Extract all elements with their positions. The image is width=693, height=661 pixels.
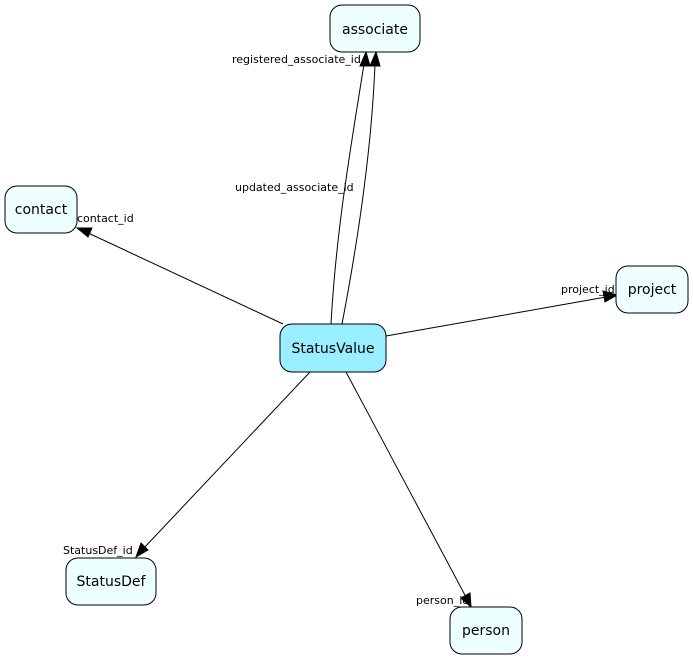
node-label-contact: contact: [15, 202, 68, 218]
edges: [75, 50, 619, 609]
arrowhead-registered-associate: [359, 50, 371, 67]
edge-label-person: person_id: [416, 594, 469, 607]
edge-label-registered-associate: registered_associate_id: [232, 53, 361, 66]
arrowhead-person: [460, 592, 472, 609]
edge-project: [385, 296, 607, 337]
node-project[interactable]: project: [615, 265, 689, 314]
node-associate[interactable]: associate: [329, 4, 421, 53]
edge-label-updated-associate: updated_associate_id: [235, 181, 354, 194]
arrowhead-updated-associate: [369, 50, 381, 67]
node-label-status-value: StatusValue: [291, 341, 374, 357]
arrowhead-status-def: [135, 542, 149, 559]
node-person[interactable]: person: [449, 606, 523, 655]
edge-person: [345, 371, 467, 598]
node-label-status-def: StatusDef: [77, 574, 147, 590]
node-label-project: project: [628, 282, 677, 298]
arrowhead-project: [602, 290, 619, 303]
node-contact[interactable]: contact: [4, 185, 78, 234]
node-status-value[interactable]: StatusValue: [279, 323, 387, 373]
edge-labels: registered_associate_id updated_associat…: [63, 53, 615, 607]
node-label-person: person: [462, 623, 510, 639]
edge-label-status-def: StatusDef_id: [63, 544, 133, 557]
node-status-def[interactable]: StatusDef: [65, 557, 157, 606]
edge-registered-associate: [330, 63, 365, 325]
edge-status-def: [142, 371, 311, 550]
edge-label-contact: contact_id: [77, 212, 134, 225]
arrowhead-contact: [75, 227, 93, 238]
edge-label-project: project_id: [561, 283, 615, 296]
edge-contact: [85, 231, 284, 325]
edge-updated-associate: [341, 63, 376, 325]
node-label-associate: associate: [342, 22, 408, 38]
